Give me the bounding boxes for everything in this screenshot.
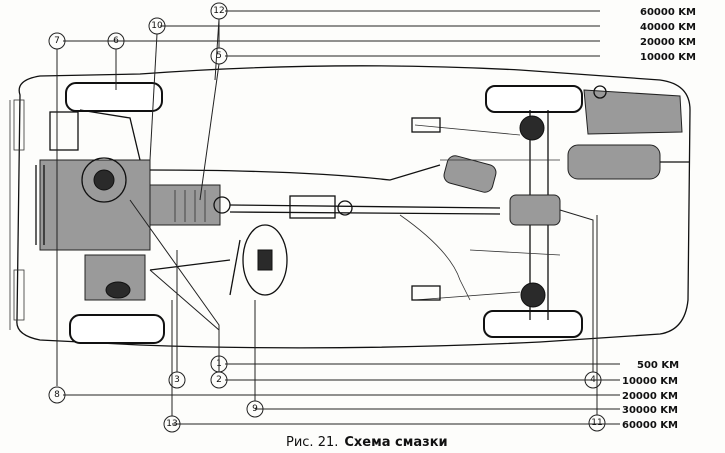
interval-label-60000-top: 60000 KM <box>640 7 696 18</box>
callout-8: 8 <box>48 386 66 404</box>
svg-text:12: 12 <box>213 6 224 16</box>
front-right-tire <box>69 314 165 344</box>
callout-12: 12 <box>210 2 228 20</box>
steering-hub <box>257 249 273 271</box>
interval-label-10000-bottom: 10000 KM <box>622 376 678 387</box>
fuel-tank <box>583 89 683 135</box>
svg-text:10: 10 <box>151 21 163 31</box>
pointer-10 <box>149 33 158 161</box>
fuel-cap <box>593 85 607 99</box>
callout-3: 3 <box>168 371 186 389</box>
svg-text:13: 13 <box>166 419 177 429</box>
svg-text:8: 8 <box>54 390 60 400</box>
pointer-4 <box>559 209 594 372</box>
callout-9: 9 <box>246 400 264 418</box>
rear-hub-right <box>520 282 546 308</box>
center-bearing <box>289 195 336 219</box>
gearbox-ribs <box>174 190 206 222</box>
differential <box>509 194 561 226</box>
arm-mount-left <box>411 117 441 133</box>
callout-11: 11 <box>588 414 606 432</box>
rear-hub-left <box>519 115 545 141</box>
rear-right-tire <box>483 310 583 338</box>
flywheel <box>81 157 127 203</box>
svg-text:4: 4 <box>590 375 596 385</box>
callout-7: 7 <box>48 32 66 50</box>
interval-label-30000: 30000 KM <box>622 405 678 416</box>
steering-box <box>105 281 131 299</box>
interval-label-10000-top: 10000 KM <box>640 52 696 63</box>
callout-10: 10 <box>148 17 166 35</box>
steering-wheel <box>242 224 288 296</box>
exhaust-pipe <box>149 164 441 181</box>
tie-rod <box>149 259 231 271</box>
callout-2: 2 <box>210 371 228 389</box>
rear-left-tire <box>485 85 583 113</box>
rear-links <box>440 159 561 256</box>
interval-label-60000-bottom: 60000 KM <box>622 420 678 431</box>
interval-label-20000-top: 20000 KM <box>640 37 696 48</box>
svg-text:3: 3 <box>174 375 180 385</box>
interval-label-40000-top: 40000 KM <box>640 22 696 33</box>
callout-5: 5 <box>210 47 228 65</box>
resonator <box>443 155 497 193</box>
air-filter <box>49 111 79 151</box>
svg-text:1: 1 <box>216 359 222 369</box>
caption-prefix: Рис. 21. <box>286 435 338 450</box>
headlight-left <box>13 99 25 151</box>
caption-title: Схема смазки <box>344 435 447 450</box>
brake-line <box>399 214 471 301</box>
callout-13: 13 <box>163 415 181 433</box>
muffler <box>567 144 661 180</box>
svg-text:6: 6 <box>113 36 119 46</box>
front-left-tire <box>65 82 163 112</box>
steering-column <box>229 239 241 296</box>
car-body-outline <box>16 65 691 349</box>
svg-text:9: 9 <box>252 404 258 414</box>
callout-6: 6 <box>107 32 125 50</box>
svg-text:5: 5 <box>216 51 222 61</box>
figure-caption: Рис. 21. Схема смазки <box>286 435 448 450</box>
callout-4: 4 <box>584 371 602 389</box>
interval-label-500: 500 KM <box>637 360 679 371</box>
svg-text:7: 7 <box>54 36 60 46</box>
headlight-right <box>13 269 25 321</box>
svg-text:11: 11 <box>591 418 602 428</box>
pointer-5 <box>199 63 220 201</box>
middle-joint <box>337 200 353 216</box>
pointer-2 <box>149 269 220 372</box>
svg-text:2: 2 <box>216 375 222 385</box>
flywheel-hub <box>93 169 115 191</box>
radiator <box>35 165 45 245</box>
arm-mount-right <box>411 285 441 301</box>
interval-label-20000-bottom: 20000 KM <box>622 391 678 402</box>
intake-pipe <box>79 109 141 161</box>
rear-trailing-arms <box>414 124 521 301</box>
driveshaft <box>229 204 501 209</box>
